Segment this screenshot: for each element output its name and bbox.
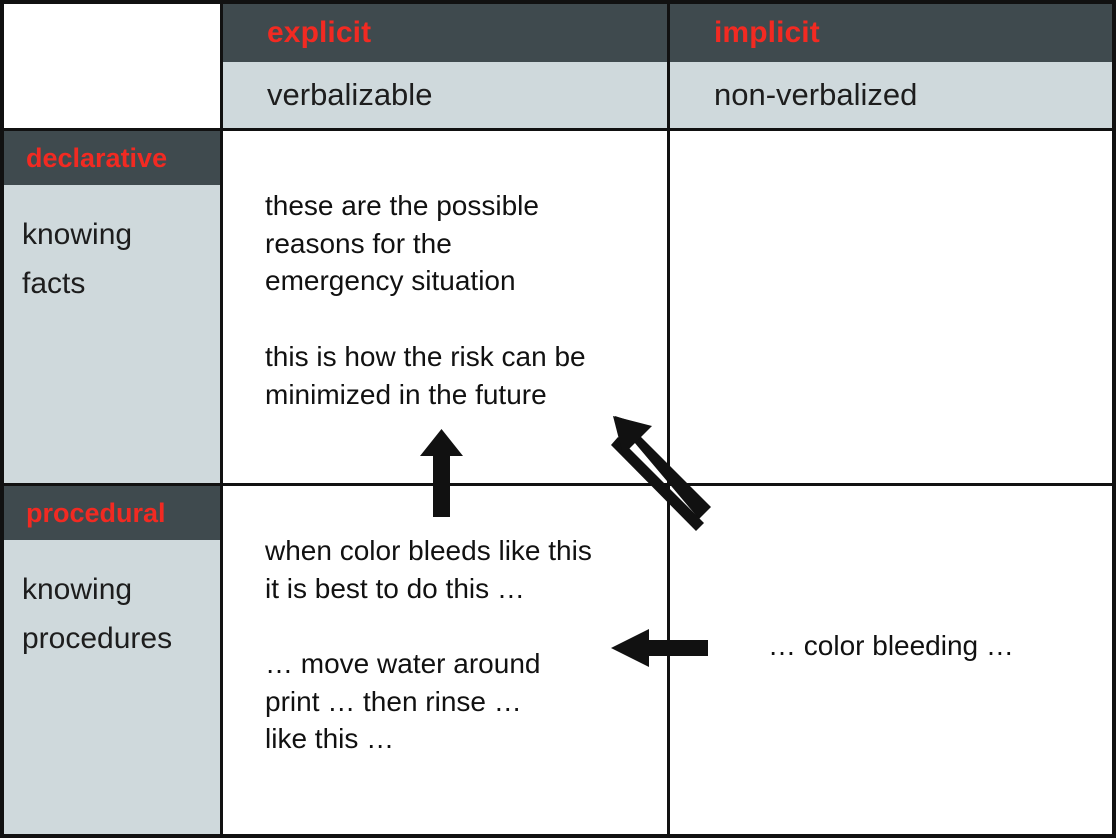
cell-procedural-implicit: … color bleeding … [670, 486, 1112, 834]
horizontal-rule-row-split [4, 483, 1112, 486]
row-label-declarative-line1: knowing [22, 218, 133, 251]
column-sub-implicit: non-verbalized [670, 62, 1112, 128]
column-kicker-explicit-label: explicit [267, 16, 372, 49]
column-sub-explicit: verbalizable [223, 62, 667, 128]
row-label-procedural: knowing procedures [4, 540, 220, 663]
row-header-procedural: procedural knowing procedures [4, 486, 220, 834]
row-label-declarative-line2: facts [22, 266, 86, 300]
row-kicker-declarative: declarative [4, 131, 220, 185]
row-label-declarative: knowing facts [4, 185, 220, 308]
cell-procedural-explicit-paragraph-1: when color bleeds like this it is best t… [265, 535, 592, 604]
column-kicker-implicit: implicit [670, 4, 1112, 62]
cell-declarative-explicit: these are the possible reasons for the e… [223, 131, 667, 483]
corner-blank-cell [4, 4, 220, 128]
vertical-rule-left-column [220, 4, 223, 834]
cell-declarative-explicit-paragraph-1: these are the possible reasons for the e… [265, 190, 539, 297]
cell-procedural-explicit-paragraph-2: … move water around print … then rinse …… [265, 648, 541, 755]
column-sub-implicit-label: non-verbalized [714, 77, 918, 112]
column-sub-explicit-label: verbalizable [267, 77, 433, 112]
row-kicker-procedural: procedural [4, 486, 220, 540]
column-kicker-explicit: explicit [223, 4, 667, 62]
row-kicker-declarative-label: declarative [26, 142, 168, 173]
row-label-procedural-line1: knowing [22, 573, 133, 606]
cell-declarative-explicit-paragraph-2: this is how the risk can be minimized in… [265, 341, 586, 410]
column-header-explicit: explicit verbalizable [223, 4, 667, 128]
row-header-declarative: declarative knowing facts [4, 131, 220, 483]
row-label-procedural-line2: procedures [22, 621, 173, 655]
row-kicker-procedural-label: procedural [26, 497, 166, 528]
cell-procedural-explicit: when color bleeds like this it is best t… [223, 486, 667, 834]
column-header-implicit: implicit non-verbalized [670, 4, 1112, 128]
horizontal-rule-header [4, 128, 1112, 131]
column-kicker-implicit-label: implicit [714, 16, 820, 49]
cell-procedural-implicit-paragraph: … color bleeding … [768, 630, 1014, 661]
cell-declarative-implicit [670, 131, 1112, 483]
